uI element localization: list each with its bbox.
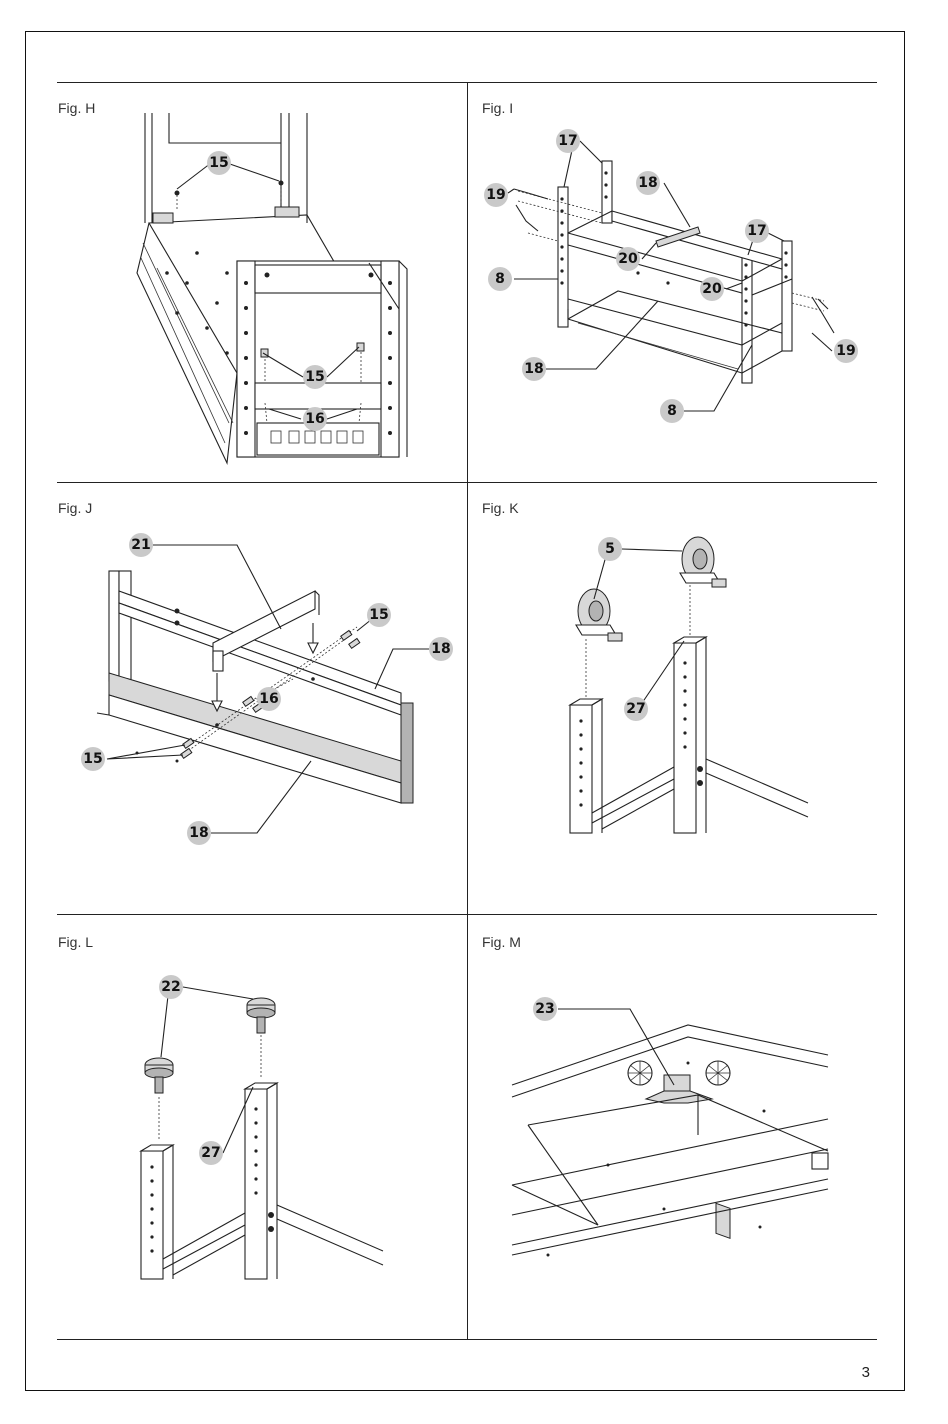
fig-i-callout-20-right: 20 <box>702 281 722 297</box>
fig-j-callout-16: 16 <box>259 691 278 707</box>
fig-l-callout-22: 22 <box>161 979 180 995</box>
fig-j-callout-18-bottom: 18 <box>189 825 208 841</box>
fig-i-illustration: 17 17 18 18 19 19 20 20 8 8 <box>468 83 877 482</box>
fig-l-illustration: 22 27 <box>57 915 467 1339</box>
fig-h-callout-16: 16 <box>305 411 324 427</box>
fig-i-callout-18-bottom: 18 <box>524 361 543 377</box>
fig-i-callout-18-top: 18 <box>638 175 657 191</box>
fig-j-callout-21: 21 <box>131 537 150 553</box>
fig-j-callout-15-top: 15 <box>369 607 388 623</box>
fig-i-callout-8-right: 8 <box>667 403 677 419</box>
fig-k-callout-27: 27 <box>626 701 645 717</box>
fig-i-callout-17-right: 17 <box>747 223 766 239</box>
fig-h-illustration: 15 15 16 <box>57 83 467 482</box>
fig-m-callout-23: 23 <box>535 1001 554 1017</box>
fig-j-callout-18-top: 18 <box>431 641 450 657</box>
fig-k-illustration: 5 27 <box>468 483 877 914</box>
fig-h-callout-15-top: 15 <box>209 155 228 171</box>
fig-l-callout-27: 27 <box>201 1145 220 1161</box>
fig-i-callout-20-left: 20 <box>618 251 638 267</box>
fig-m-illustration: 23 <box>468 915 877 1339</box>
fig-i-callout-19-left: 19 <box>486 187 505 203</box>
fig-k-callout-5: 5 <box>605 541 615 557</box>
fig-i-callout-17-left: 17 <box>558 133 577 149</box>
fig-h-callout-15-front: 15 <box>305 369 324 385</box>
fig-j-callout-15-bottom: 15 <box>83 751 102 767</box>
fig-i-callout-19-right: 19 <box>836 343 855 359</box>
fig-j-illustration: 21 15 15 18 18 16 <box>57 483 467 914</box>
fig-i-callout-8-left: 8 <box>495 271 505 287</box>
page-number: 3 <box>862 1364 870 1381</box>
